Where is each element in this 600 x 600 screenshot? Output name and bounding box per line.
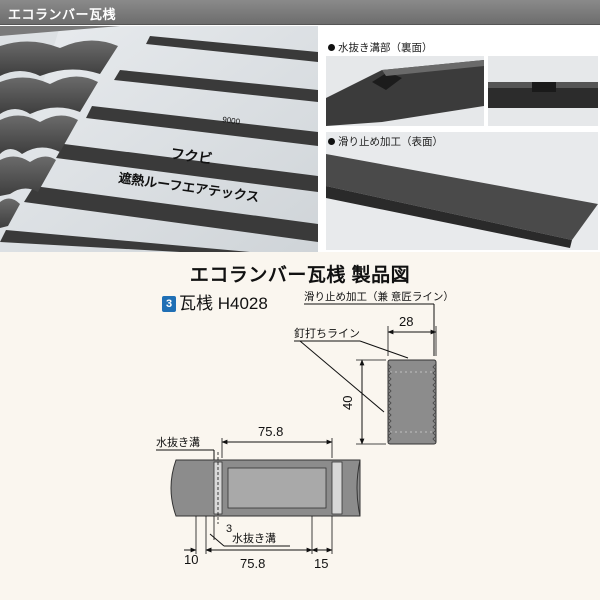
- bullet-icon: [328, 44, 335, 51]
- roof-tiles: [0, 26, 120, 228]
- battens: [0, 36, 318, 252]
- groove-leader: [209, 533, 225, 547]
- roof-photo: フクビ 遮熱ルーフエアテックス 9000: [0, 26, 318, 252]
- svg-text:9000: 9000: [222, 115, 241, 126]
- nail-leader: [359, 340, 409, 359]
- bullet-icon: [328, 138, 335, 145]
- product-photos: 水抜き溝部（裏面） 滑り: [322, 26, 600, 252]
- label-antislip: 滑り止め加工（兼 意匠ライン）: [304, 290, 454, 303]
- batten-profile: [387, 359, 437, 445]
- header-title: エコランバー瓦桟: [8, 7, 117, 22]
- product-photo-svg: [326, 56, 598, 250]
- nail-leader: [299, 340, 385, 413]
- antislip-edge-right: [432, 363, 437, 443]
- product-number-badge: 3: [162, 296, 176, 312]
- dim-width: 28: [399, 314, 413, 329]
- antislip-photo: [326, 132, 598, 250]
- break-line: [356, 459, 361, 517]
- groove-cutout: [331, 461, 343, 515]
- dim-small: 3: [226, 523, 232, 535]
- photo-area: フクビ 遮熱ルーフエアテックス 9000 水抜き溝部（裏面）: [0, 26, 600, 252]
- technical-drawing-svg: 滑り止め加工（兼 意匠ライン） 28 釘打ちライン 40: [156, 290, 454, 571]
- label-groove-bottom: 水抜き溝: [232, 531, 276, 545]
- dim-top-span: 75.8: [258, 424, 283, 439]
- groove-photo-2: [488, 56, 598, 126]
- dim-bottom-span: 75.8: [240, 556, 265, 571]
- caption-antislip: 滑り止め加工（表面）: [328, 134, 443, 149]
- center-recess: [227, 467, 327, 509]
- caption-groove: 水抜き溝部（裏面）: [328, 40, 433, 55]
- header-bar: エコランバー瓦桟: [0, 0, 600, 25]
- dim-right: 15: [314, 556, 328, 571]
- svg-text:フクビ: フクビ: [170, 145, 214, 167]
- drawing-title: エコランバー瓦桟 製品図: [189, 265, 411, 286]
- antislip-edge-left: [387, 363, 392, 443]
- dim-height: 40: [340, 396, 355, 410]
- product-name: 瓦桟 H4028: [179, 294, 268, 313]
- cross-section: 滑り止め加工（兼 意匠ライン） 28 釘打ちライン 40: [294, 290, 454, 445]
- plan-view: 水抜き溝 75.8 3 水抜き溝: [156, 424, 361, 571]
- groove-photo-1: [326, 56, 484, 126]
- dim-left: 10: [184, 552, 198, 567]
- roof-illustration: フクビ 遮熱ルーフエアテックス 9000: [0, 26, 318, 252]
- label-groove-top: 水抜き溝: [156, 435, 200, 449]
- label-nail-line: 釘打ちライン: [294, 326, 360, 340]
